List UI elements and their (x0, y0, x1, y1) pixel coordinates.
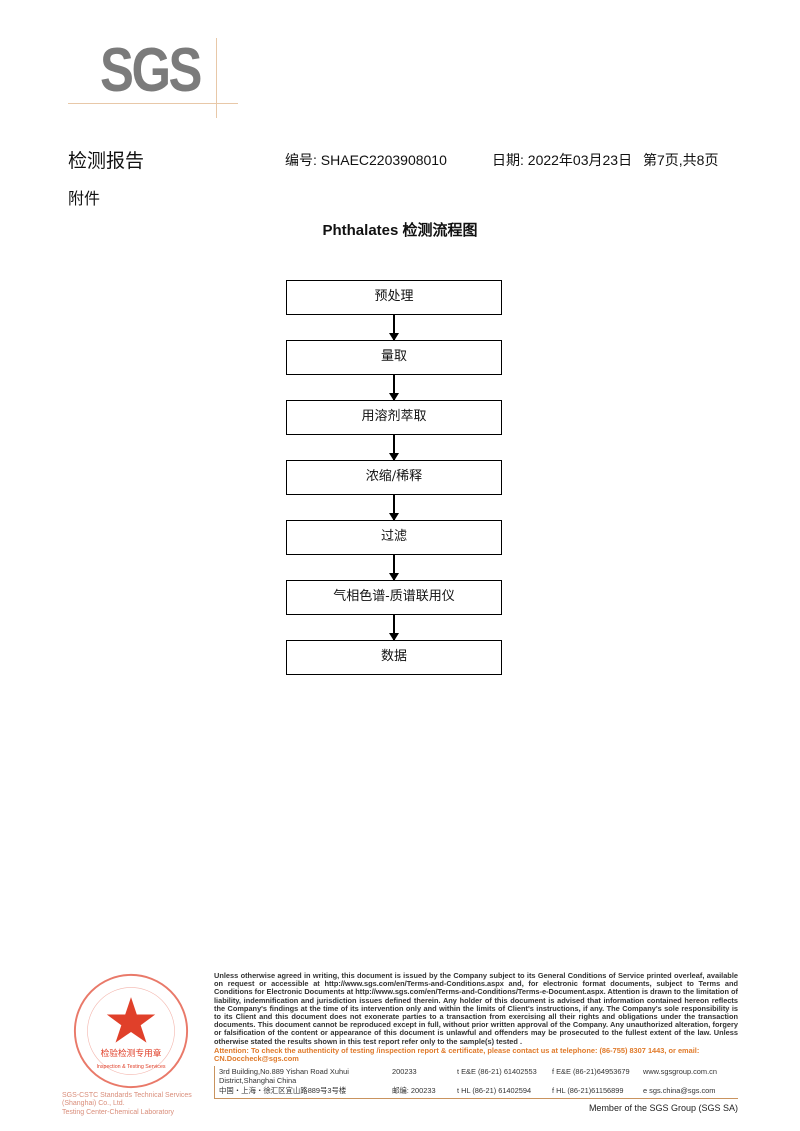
stamp-seal-en: Inspection & Testing Services (96, 1064, 165, 1070)
flow-arrow (389, 435, 399, 461)
flow-step: 数据 (286, 640, 502, 675)
tel-hl: t HL (86-21) 61402594 (457, 1086, 532, 1096)
address-en: 3rd Building,No.889 Yishan Road Xuhui Di… (219, 1067, 349, 1085)
report-title: 检测报告 (68, 151, 145, 172)
page-number: 第7页,共8页 (643, 152, 719, 168)
company-name-en: SGS-CSTC Standards Technical Services (S… (62, 1092, 192, 1108)
flow-step: 气相色谱-质谱联用仪 (286, 580, 502, 615)
logo-divider (68, 103, 238, 104)
fax-hl: f HL (86-21)61156899 (552, 1086, 624, 1096)
report-number-value: SHAEC2203908010 (320, 152, 447, 168)
flowchart-title: Phthalates 检测流程图 (322, 222, 478, 239)
flow-arrow (389, 555, 399, 581)
address-cn: 中国・上海・徐汇区宜山路889号3号楼 (219, 1086, 347, 1096)
flow-arrow (389, 615, 399, 641)
report-number-label: 编号: (285, 152, 317, 168)
member-statement: Member of the SGS Group (SGS SA) (588, 1103, 738, 1114)
flow-step: 用溶剂萃取 (286, 400, 502, 435)
email: e sgs.china@sgs.com (643, 1086, 716, 1096)
report-date-value: 2022年03月23日 (527, 152, 633, 168)
stamp-seal-text: 检验检测专用章 (101, 1047, 162, 1058)
inspection-stamp: 检验检测专用章 Inspection & Testing Services (73, 973, 189, 1089)
tel-ee: t E&E (86-21) 61402553 (457, 1067, 537, 1077)
report-date: 日期: 2022年03月23日 (492, 150, 632, 170)
authenticity-notice: Attention: To check the authenticity of … (214, 1045, 700, 1064)
report-date-label: 日期: (492, 152, 524, 168)
website: www.sgsgroup.com.cn (643, 1067, 717, 1077)
fax-ee: f E&E (86-21)64953679 (552, 1067, 630, 1077)
logo-divider (216, 38, 217, 118)
flow-step: 浓缩/稀释 (286, 460, 502, 495)
annex-label: 附件 (68, 191, 101, 208)
report-number: 编号: SHAEC2203908010 (285, 150, 447, 170)
star-icon (106, 997, 156, 1043)
zip-cn: 邮编: 200233 (392, 1086, 436, 1096)
contact-block: 3rd Building,No.889 Yishan Road Xuhui Di… (214, 1066, 738, 1100)
flow-arrow (389, 495, 399, 521)
legal-disclaimer: Unless otherwise agreed in writing, this… (214, 971, 738, 1046)
flow-arrow (389, 315, 399, 341)
footer: Unless otherwise agreed in writing, this… (214, 971, 738, 1114)
flow-arrow (389, 375, 399, 401)
lab-name-en: Testing Center-Chemical Laboratory (62, 1108, 175, 1116)
sgs-logo: SGS (100, 36, 202, 105)
zip-en: 200233 (392, 1067, 417, 1077)
lab-identity: SGS-CSTC Standards Technical Services (S… (62, 1092, 210, 1117)
flow-step: 过滤 (286, 520, 502, 555)
flow-step: 预处理 (286, 280, 502, 315)
flow-step: 量取 (286, 340, 502, 375)
